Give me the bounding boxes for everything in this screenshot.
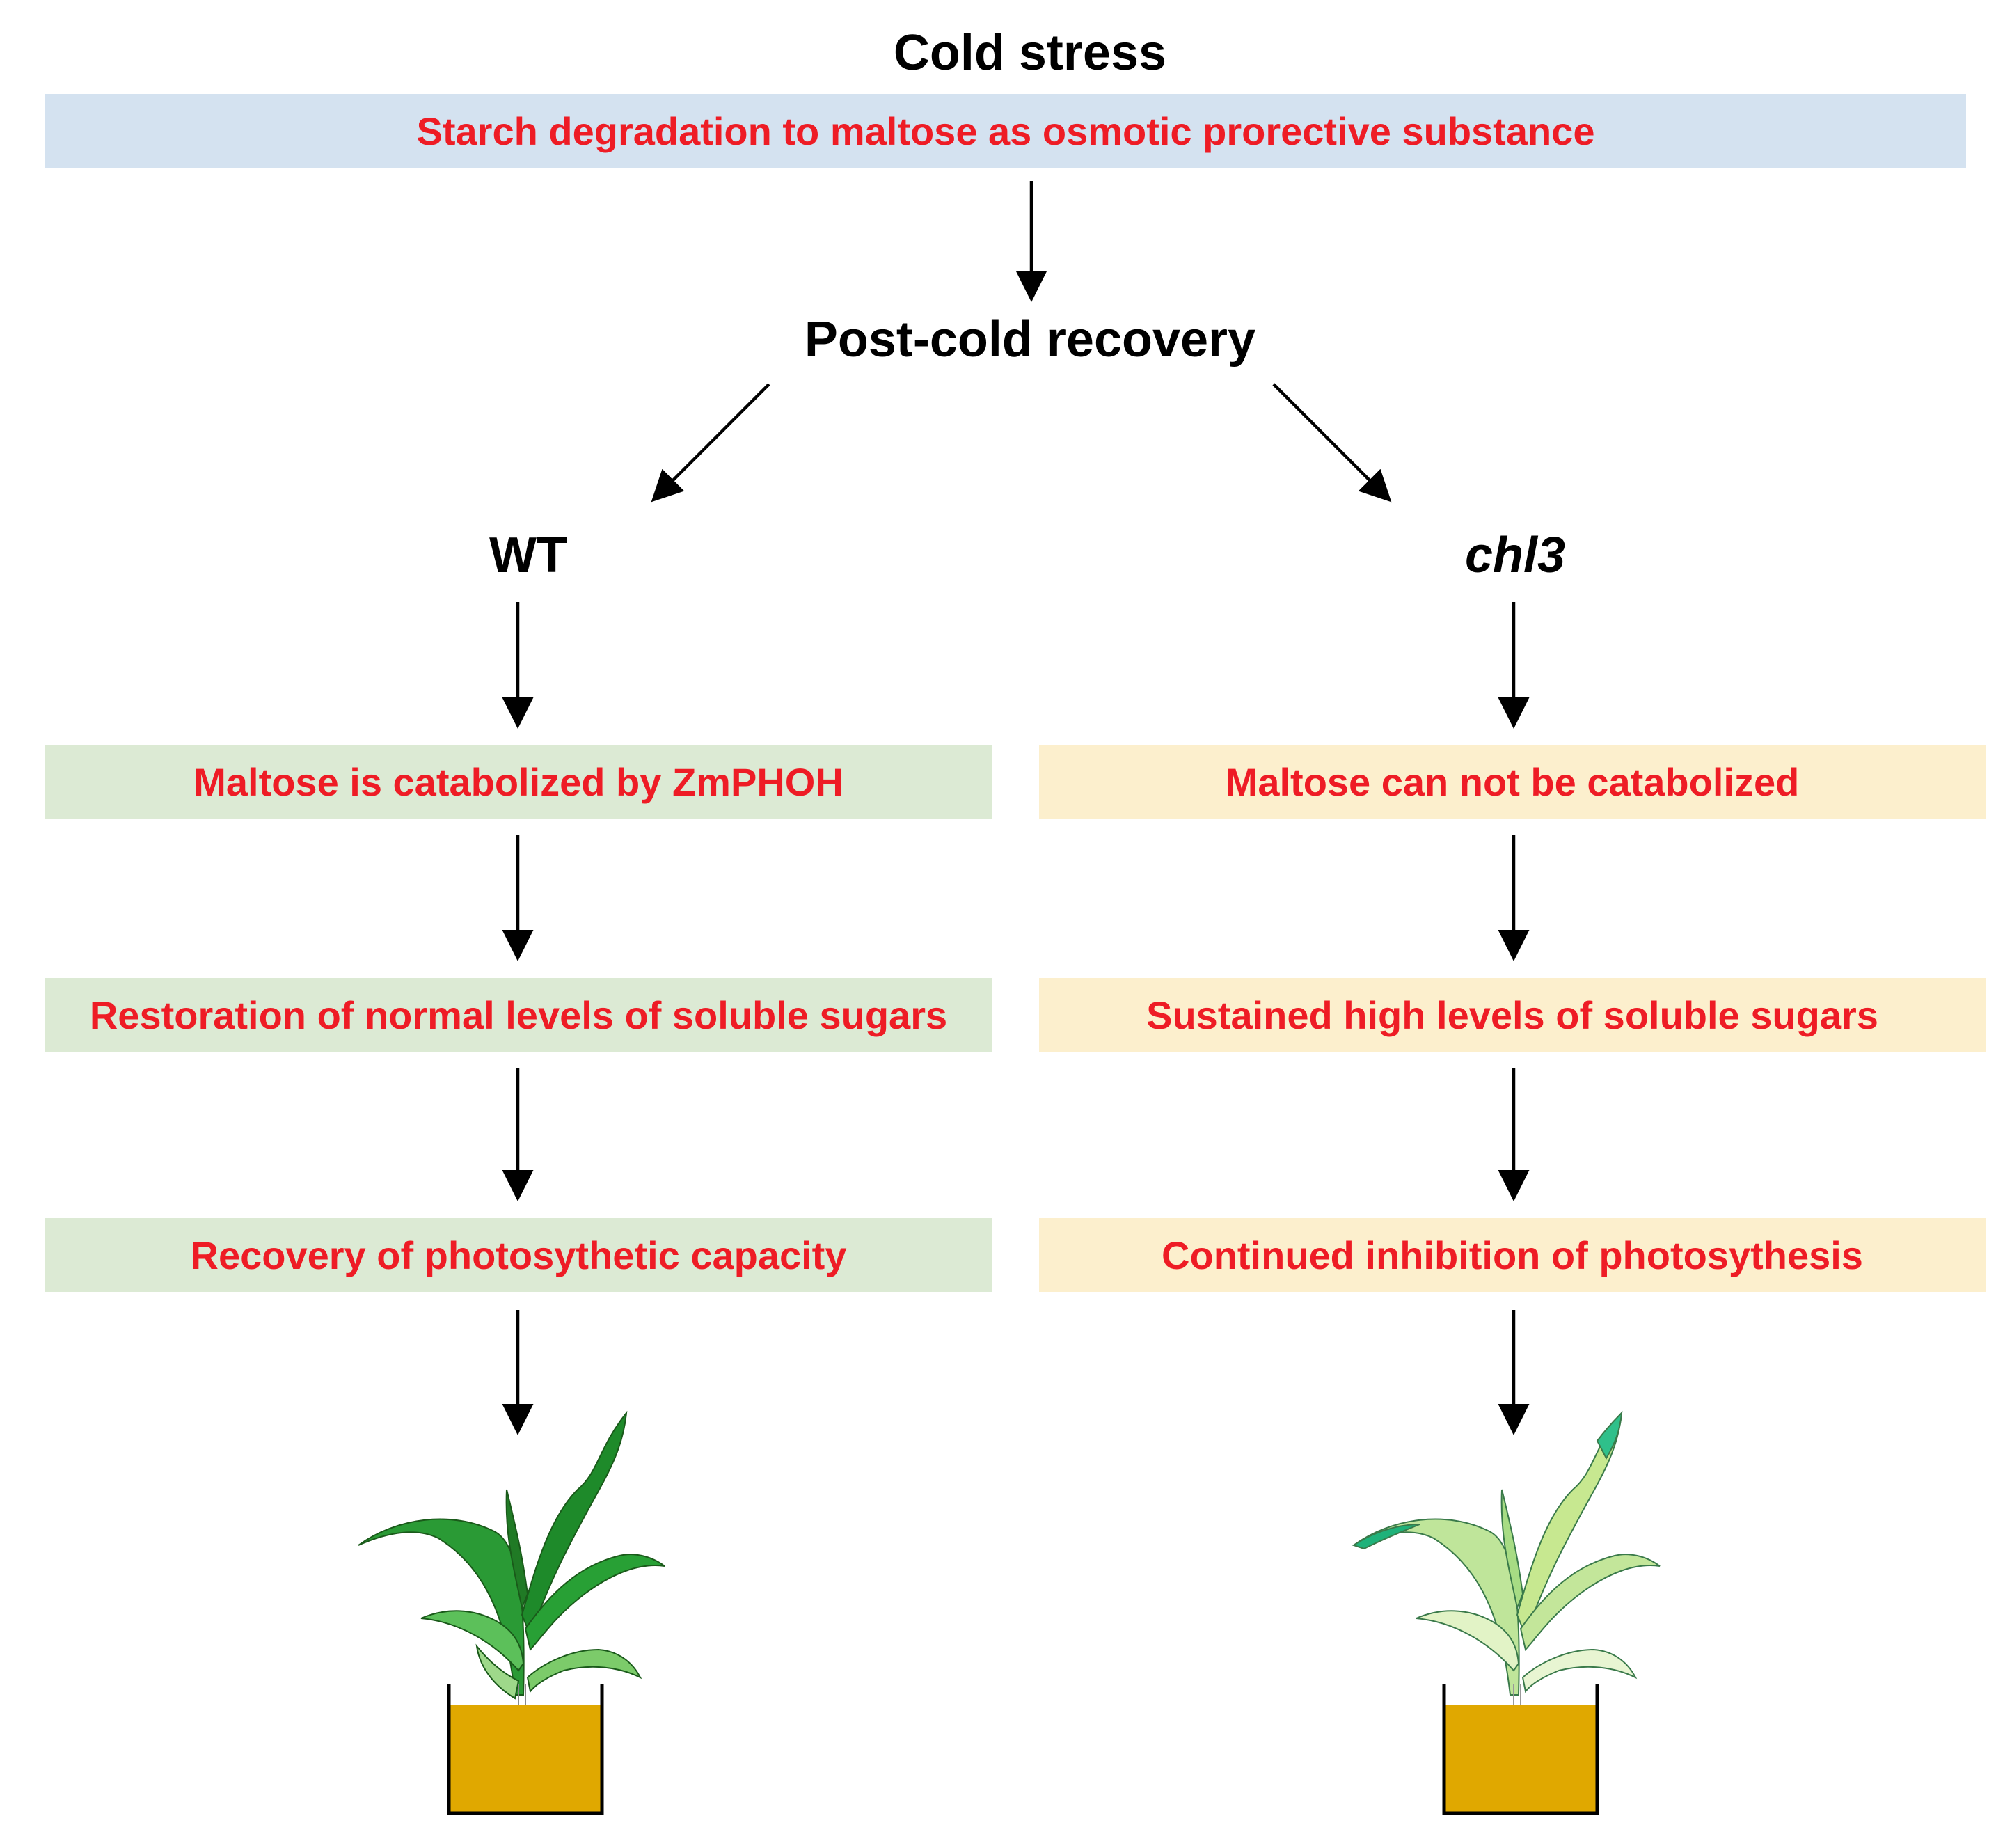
mutant-plant-illustration — [1352, 1410, 1661, 1815]
mutant-plant-pot — [1442, 1684, 1599, 1815]
title-cold-stress: Cold stress — [893, 25, 1167, 81]
post-cold-recovery-label: Post-cold recovery — [804, 312, 1256, 368]
wt-step-1: Maltose is catabolized by ZmPHOH — [45, 745, 992, 819]
arrow-to-wt — [651, 383, 770, 503]
stress-box-text: Starch degradation to maltose as osmotic… — [416, 109, 1595, 153]
wt-plant-illustration — [358, 1410, 665, 1815]
mutant-step-3-text: Continued inhibition of photosythesis — [1162, 1233, 1863, 1277]
wt-plant-leaves — [358, 1410, 665, 1700]
wt-plant-pot — [447, 1684, 604, 1815]
mutant-step-3: Continued inhibition of photosythesis — [1039, 1218, 1986, 1292]
mutant-step-2-text: Sustained high levels of soluble sugars — [1146, 993, 1878, 1037]
mutant-step-1: Maltose can not be catabolized — [1039, 745, 1986, 819]
wt-label: WT — [489, 528, 567, 583]
wt-step-3: Recovery of photosythetic capacity — [45, 1218, 992, 1292]
wt-step-1-text: Maltose is catabolized by ZmPHOH — [193, 759, 843, 804]
mutant-plant-leaves — [1352, 1410, 1661, 1696]
wt-step-3-text: Recovery of photosythetic capacity — [190, 1233, 847, 1277]
mutant-step-1-text: Maltose can not be catabolized — [1225, 759, 1800, 804]
mutant-label: chl3 — [1464, 528, 1566, 583]
arrow-to-mutant — [1272, 383, 1392, 503]
mutant-step-2: Sustained high levels of soluble sugars — [1039, 978, 1986, 1052]
wt-step-2-text: Restoration of normal levels of soluble … — [89, 993, 948, 1037]
stress-box: Starch degradation to maltose as osmotic… — [45, 94, 1966, 168]
wt-step-2: Restoration of normal levels of soluble … — [45, 978, 992, 1052]
